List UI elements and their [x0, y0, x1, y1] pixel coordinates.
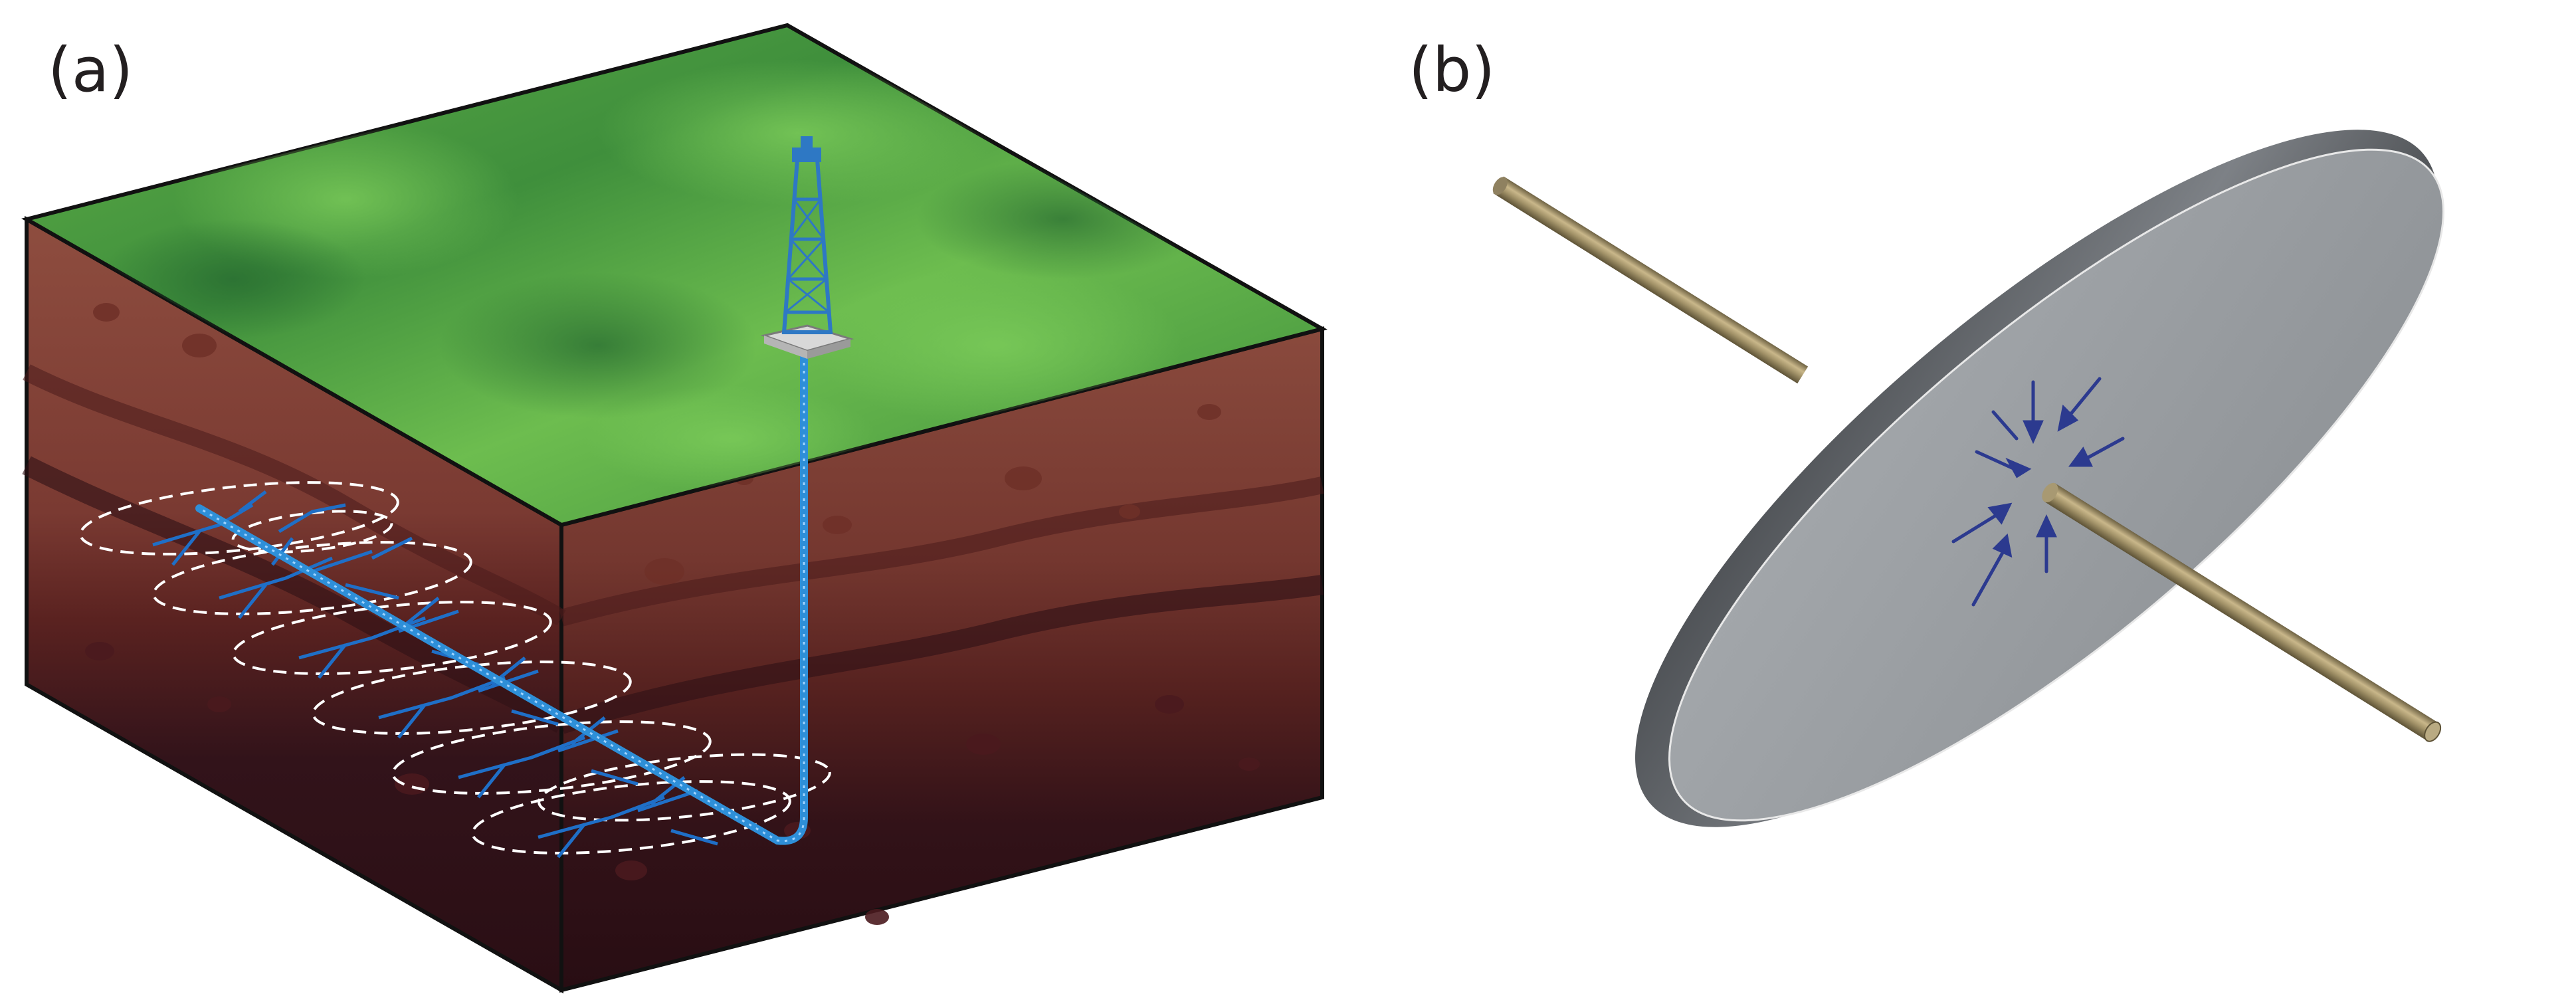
drilling-rig-icon	[760, 136, 854, 359]
fracture-zones	[79, 481, 831, 855]
soil-pebbles	[93, 303, 1221, 585]
fracture-network	[152, 490, 718, 858]
rod-rear	[1492, 176, 1809, 384]
panel-label-b: (b)	[1409, 35, 1496, 106]
panel-a-illustration	[21, 23, 1328, 994]
deep-pebbles	[85, 642, 1260, 925]
inflow-arrows	[1951, 377, 2125, 607]
panel-label-a: (a)	[48, 35, 134, 106]
rod-front	[2042, 482, 2442, 742]
panel-b-illustration	[1492, 130, 2444, 827]
